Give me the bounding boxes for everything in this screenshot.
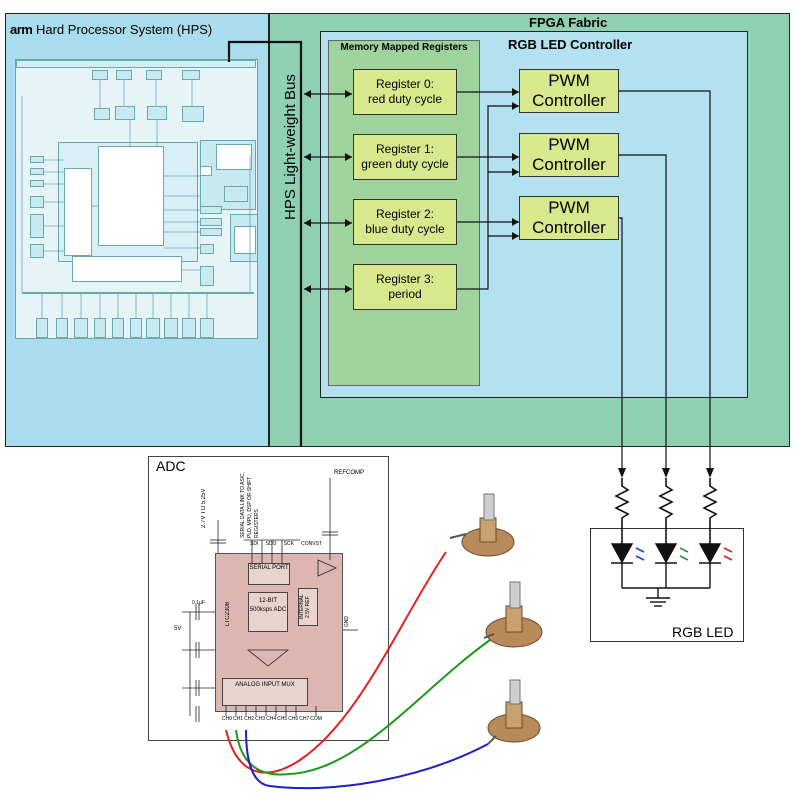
pwm-controller-blue: PWM Controller: [519, 196, 619, 240]
register-2: Register 2: blue duty cycle: [353, 199, 457, 245]
rgb-led-controller-title: RGB LED Controller: [508, 37, 633, 52]
led-diodes: [610, 543, 722, 564]
register-3-title: Register 3:: [375, 272, 435, 286]
pwm-controller-blue-line1: PWM: [548, 198, 590, 217]
pwm-controller-green: PWM Controller: [519, 133, 619, 177]
pin-sdo: SDO: [265, 541, 277, 547]
register-1-title: Register 1:: [375, 142, 435, 156]
refcomp-label: REFCOMP: [334, 470, 364, 476]
pin-convst: CONVST: [301, 541, 322, 547]
led-ground-wiring: [621, 563, 711, 607]
hps-block-wires: [21, 80, 251, 318]
red-wire: [225, 551, 447, 774]
serial-pin-labels: SDI SDO SCK CONVST: [250, 541, 322, 547]
rgb-led-label: RGB LED: [672, 624, 734, 640]
led-emission-arrows: [635, 547, 733, 561]
serial-port-block: SERIAL PORT: [248, 563, 290, 585]
vdd-label: 5V: [174, 626, 182, 632]
register-2-desc: blue duty cycle: [365, 222, 445, 236]
pwm-controller-green-line1: PWM: [548, 135, 590, 154]
register-0-title: Register 0:: [375, 77, 435, 91]
pin-ch0: CH0: [222, 716, 233, 722]
pin-ch1: CH1: [233, 716, 244, 722]
pwm-controller-red-line2: Controller: [532, 91, 606, 110]
hps-title-text: Hard Processor System (HPS): [35, 22, 213, 37]
register-2-title: Register 2:: [375, 207, 435, 221]
pin-ch4: CH4: [266, 716, 277, 722]
register-0-desc: red duty cycle: [367, 92, 443, 106]
pin-com: COM: [310, 716, 322, 722]
potentiometers: [449, 493, 543, 745]
hps-block-diagram: [10, 56, 262, 344]
blue-wire: [245, 729, 489, 790]
pin-sck: SCK: [283, 541, 294, 547]
pwm-controller-red-line1: PWM: [548, 71, 590, 90]
hps-title: arm Hard Processor System (HPS): [10, 22, 212, 37]
register-3-desc: period: [388, 287, 422, 301]
adc-title: ADC: [156, 458, 186, 474]
pin-ch2: CH2: [244, 716, 255, 722]
potentiometer-blue-icon: [487, 679, 541, 745]
register-3: Register 3: period: [353, 264, 457, 310]
resistors: [614, 478, 718, 544]
arm-logo: arm: [10, 22, 33, 37]
pin-ch7: CH7: [299, 716, 310, 722]
pin-ch6: CH6: [288, 716, 299, 722]
pwm-controller-red: PWM Controller: [519, 69, 619, 113]
pin-sdi: SDI: [250, 541, 259, 547]
adc-core-block: 12-BIT 500ksps ADC: [248, 592, 288, 632]
pin-ch3: CH3: [255, 716, 266, 722]
register-1-desc: green duty cycle: [361, 157, 449, 171]
potentiometer-red-icon: [449, 493, 515, 557]
register-0: Register 0: red duty cycle: [353, 69, 457, 115]
channel-pin-labels: CH0 CH1 CH2 CH3 CH4 CH5 CH6 CH7 COM: [222, 716, 322, 722]
pin-ch5: CH5: [277, 716, 288, 722]
memory-mapped-registers-title: Memory Mapped Registers: [340, 42, 468, 53]
pwm-controller-blue-line2: Controller: [532, 218, 606, 237]
analog-input-mux-block: ANALOG INPUT MUX: [222, 678, 308, 706]
potentiometer-green-icon: [483, 581, 543, 648]
register-1: Register 1: green duty cycle: [353, 134, 457, 180]
cap-label: 0.1µF: [192, 600, 205, 606]
fpga-title: FPGA Fabric: [529, 15, 608, 30]
green-wire: [235, 639, 491, 776]
pwm-controller-green-line2: Controller: [532, 155, 606, 174]
